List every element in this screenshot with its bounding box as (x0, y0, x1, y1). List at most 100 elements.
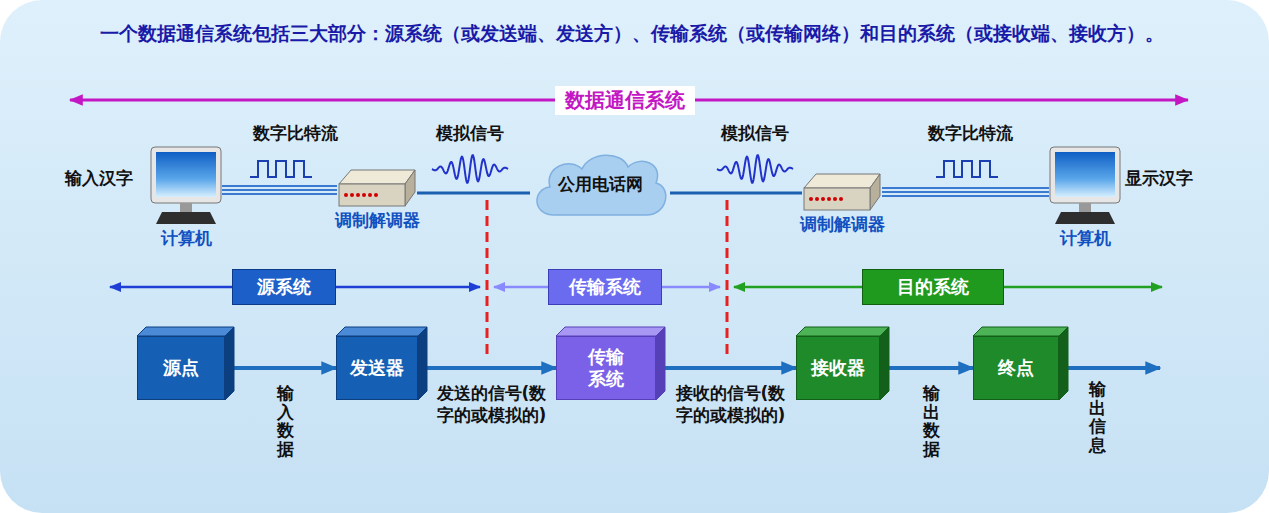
graphic-part (815, 197, 819, 201)
node-label: 源系统 (257, 276, 311, 299)
graphic-part (336, 327, 427, 336)
annotation: 数字比特流 (253, 122, 338, 145)
graphic-part (405, 170, 415, 206)
node-label: 计算机 (1060, 228, 1111, 249)
process-box: 传输系统 (556, 336, 656, 400)
system-tag: 源系统 (232, 269, 336, 305)
graphic-part (821, 197, 825, 201)
annotation: 输入汉字 (65, 167, 133, 190)
connector (670, 193, 802, 194)
connector (882, 188, 1049, 196)
modem-drawing (802, 170, 882, 212)
modem-icon: 调制解调器 (335, 166, 420, 231)
graphic-part (537, 155, 666, 215)
graphic-part (356, 193, 360, 197)
connector-line (882, 187, 1049, 189)
graphic-part (833, 197, 837, 201)
connector-line (665, 366, 796, 370)
node-label: 接收器 (811, 357, 865, 380)
connector (665, 368, 796, 369)
annotation: 模拟信号 (436, 122, 504, 145)
computer-drawing (150, 146, 222, 226)
graphic-part (1055, 212, 1115, 224)
modem-icon: 调制解调器 (800, 170, 885, 235)
connector (427, 368, 556, 369)
graphic-part (156, 212, 216, 224)
graphic-part (1055, 152, 1115, 197)
graphic-part (350, 193, 354, 197)
connector-line (889, 366, 973, 370)
node-label: 源点 (163, 357, 199, 380)
process-box: 接收器 (796, 336, 880, 400)
connector-line (417, 192, 530, 195)
connector-line (222, 193, 337, 195)
graphic-part (1079, 203, 1091, 212)
modem-drawing (337, 166, 417, 208)
signal-label: 输出数据 (923, 384, 940, 459)
signal-label: 发送的信号(数字的或模拟的) (430, 382, 554, 426)
connector-line (222, 185, 337, 187)
graphic-part (180, 203, 192, 212)
analog-wave (717, 155, 793, 182)
system-tag: 传输系统 (548, 269, 662, 305)
process-box: 终点 (973, 336, 1059, 400)
box-3d-faces (337, 337, 338, 338)
title-text: 一个数据通信系统包括三大部分：源系统（或发送端、发送方）、传输系统（或传输网络）… (100, 20, 1175, 48)
box-3d-faces (138, 337, 139, 338)
connector (234, 368, 336, 369)
boundary-line (486, 200, 489, 356)
network-cloud: 公用电话网 (530, 149, 670, 221)
graphic-part (809, 197, 813, 201)
graphic-part (151, 147, 221, 203)
process-box: 源点 (137, 336, 225, 400)
connector-line (234, 366, 336, 370)
connector-line (882, 191, 1049, 193)
graphic-part (556, 327, 665, 336)
graphic-part (225, 327, 234, 400)
node-label: 传输系统 (588, 346, 625, 391)
graphic-part (1050, 147, 1120, 203)
graphic-part (368, 193, 372, 197)
box-3d-faces (797, 337, 798, 338)
graphic-part (827, 197, 831, 201)
node-label: 传输系统 (569, 276, 641, 299)
node-label: 调制解调器 (800, 214, 885, 235)
graphic-part (362, 193, 366, 197)
connector-line (222, 189, 337, 191)
annotation: 数字比特流 (928, 122, 1013, 145)
signal-label: 接收的信号(数字的或模拟的) (669, 382, 793, 426)
graphic-part (137, 327, 234, 336)
connector-line (882, 195, 1049, 197)
graphic-part (880, 327, 889, 400)
output-arrow (1068, 366, 1160, 370)
connector-line (670, 192, 802, 195)
boundary-line (726, 200, 729, 356)
graphic-part (339, 184, 405, 206)
annotation: 显示汉字 (1125, 167, 1193, 190)
node-label: 计算机 (161, 228, 212, 249)
computer-icon: 计算机 (150, 146, 222, 249)
graphic-part (804, 188, 870, 210)
box-3d-faces (557, 337, 558, 338)
computer-drawing (1049, 146, 1121, 226)
graphic-part (1059, 327, 1068, 400)
graphic-part (804, 174, 880, 188)
node-label: 目的系统 (897, 276, 969, 299)
node-label: 公用电话网 (558, 174, 643, 195)
system-tag: 目的系统 (862, 269, 1004, 305)
process-box: 发送器 (336, 336, 418, 400)
box-3d-faces (974, 337, 975, 338)
square-wave (250, 161, 312, 177)
output-label: 输出信息 (1089, 380, 1106, 455)
node-label: 发送器 (350, 357, 404, 380)
graphic-part (339, 170, 415, 184)
graphic-part (796, 327, 889, 336)
graphic-part (839, 197, 843, 201)
connector (222, 186, 337, 194)
connector (889, 368, 973, 369)
node-label: 调制解调器 (335, 210, 420, 231)
